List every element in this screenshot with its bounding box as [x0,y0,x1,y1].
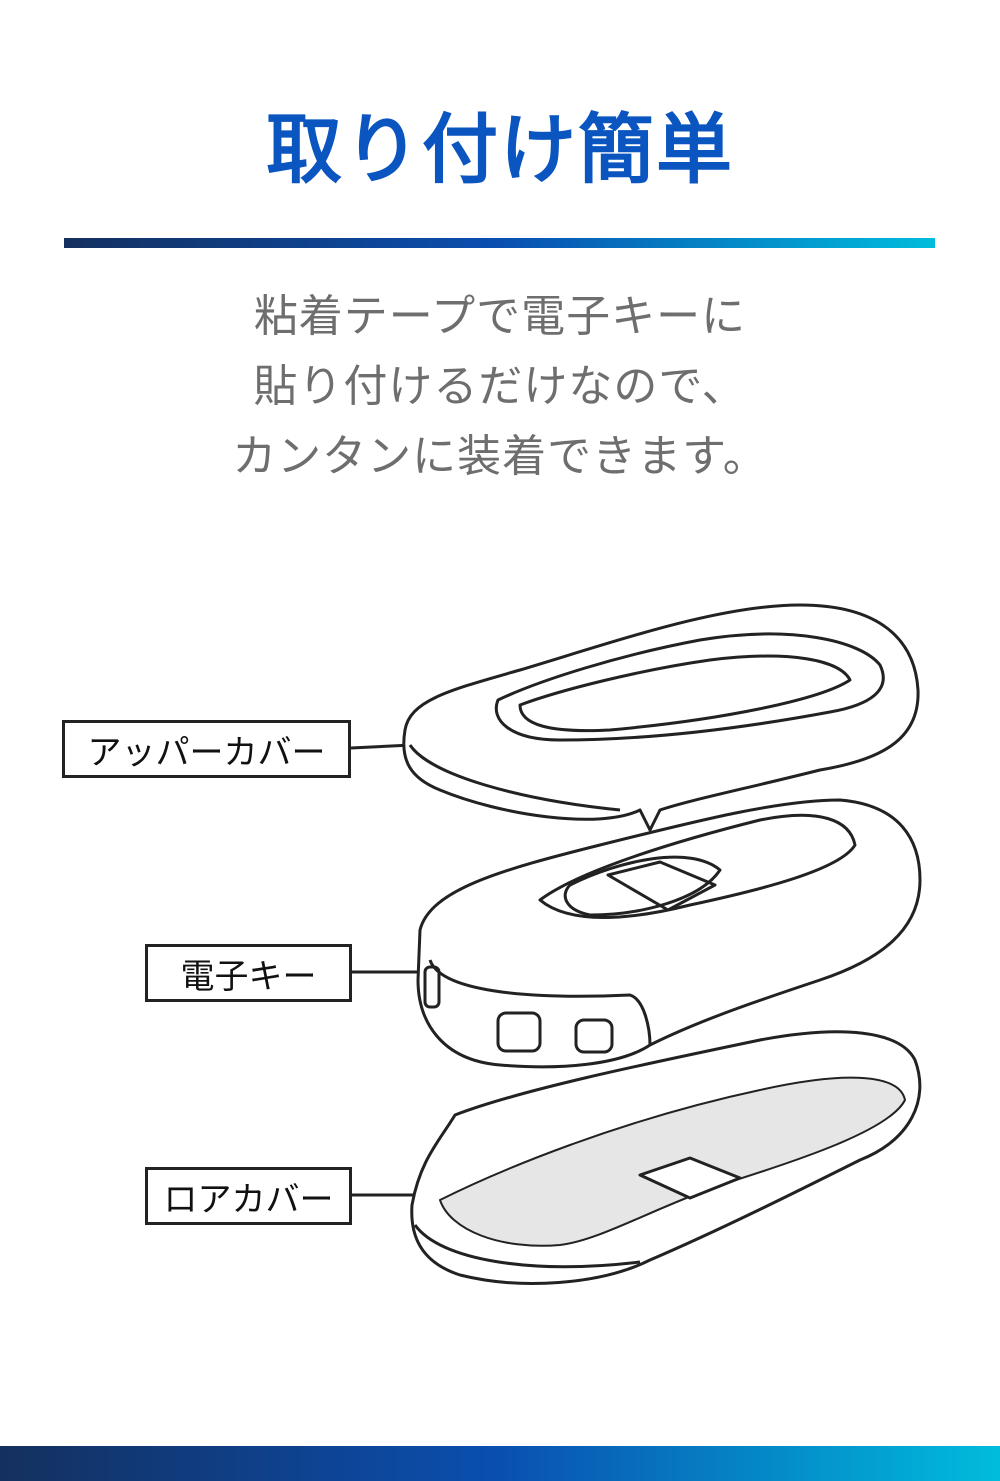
leader-line-upper [350,743,413,750]
description-line: 貼り付けるだけなので、 [253,361,747,412]
description: 粘着テープで電子キーに 貼り付けるだけなので、 カンタンに装着できます。 [0,282,1000,492]
description-line: 粘着テープで電子キーに [253,291,747,342]
bottom-gradient-bar [0,1446,1000,1481]
exploded-key-cover-illustration [350,603,922,1285]
gradient-divider [64,238,935,248]
label-upper-cover: アッパーカバー [62,720,351,778]
label-lower-cover: ロアカバー [145,1167,352,1225]
upper-cover-drawing [402,603,920,832]
electronic-key-drawing [416,798,922,1069]
page-title: 取り付け簡単 [266,105,734,194]
lower-cover-drawing [410,1030,922,1285]
description-line: カンタンに装着できます。 [232,431,768,482]
label-electronic-key: 電子キー [145,944,352,1002]
